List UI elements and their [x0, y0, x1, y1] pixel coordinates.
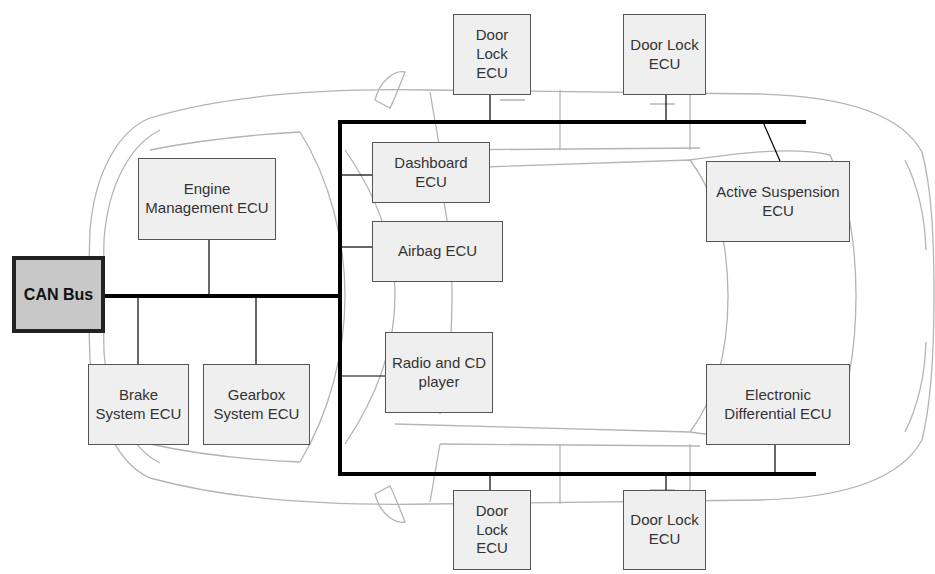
box-label: CAN Bus — [24, 285, 93, 305]
bus-stub — [763, 122, 780, 161]
ecu-box: Electronic Differential ECU — [706, 364, 850, 445]
bus-connector — [105, 296, 775, 474]
bus-stub — [774, 445, 775, 474]
bus-stub — [489, 95, 490, 122]
bus-trunk — [105, 296, 775, 474]
box-label: Active Suspension ECU — [712, 183, 844, 221]
car-outline — [88, 72, 934, 523]
box-label: Airbag ECU — [398, 242, 477, 261]
ecu-box: Door Lock ECU — [623, 490, 706, 570]
ecu-box: Gearbox System ECU — [203, 364, 310, 445]
box-label: Brake System ECU — [94, 386, 183, 424]
bus-stub — [489, 474, 490, 490]
bus-trunk — [105, 122, 666, 296]
can-bus-box: CAN Bus — [12, 256, 105, 333]
bus-trunk — [105, 122, 763, 296]
ecu-box: Door Lock ECU — [623, 14, 706, 95]
bus-connector — [105, 296, 138, 364]
ecu-box: Brake System ECU — [88, 364, 189, 445]
bus-stub — [665, 474, 666, 490]
bus-trunk — [105, 296, 666, 474]
bus-trunk — [105, 247, 340, 296]
box-label: Radio and CD player — [391, 354, 487, 392]
box-label: Door Lock ECU — [629, 511, 700, 549]
bus-stub — [665, 95, 666, 122]
ecu-box: Active Suspension ECU — [706, 161, 850, 242]
bus-connector — [105, 122, 780, 296]
bus-stub — [137, 296, 138, 364]
bus-stub — [255, 296, 256, 364]
box-label: Door Lock ECU — [459, 26, 525, 82]
bus-stub — [340, 246, 372, 247]
ecu-box: Radio and CD player — [385, 332, 493, 413]
ecu-box: Dashboard ECU — [372, 142, 490, 203]
bus-stub — [340, 174, 372, 175]
bus-connector — [105, 296, 666, 490]
box-label: Door Lock ECU — [629, 36, 700, 74]
ecu-box: Door Lock ECU — [453, 490, 531, 570]
box-label: Door Lock ECU — [459, 502, 525, 558]
bus-stub — [208, 240, 209, 296]
ecu-box: Door Lock ECU — [453, 14, 531, 95]
bus-connector — [105, 247, 372, 296]
box-label: Dashboard ECU — [378, 154, 484, 192]
box-label: Gearbox System ECU — [209, 386, 304, 424]
bus-connector — [105, 95, 666, 296]
box-label: Engine Management ECU — [144, 180, 270, 218]
box-label: Electronic Differential ECU — [712, 386, 844, 424]
ecu-box: Airbag ECU — [372, 221, 503, 282]
bus-connector — [105, 296, 256, 364]
bus-stub — [340, 375, 385, 376]
ecu-box: Engine Management ECU — [138, 158, 276, 240]
bus-connector — [105, 240, 209, 296]
